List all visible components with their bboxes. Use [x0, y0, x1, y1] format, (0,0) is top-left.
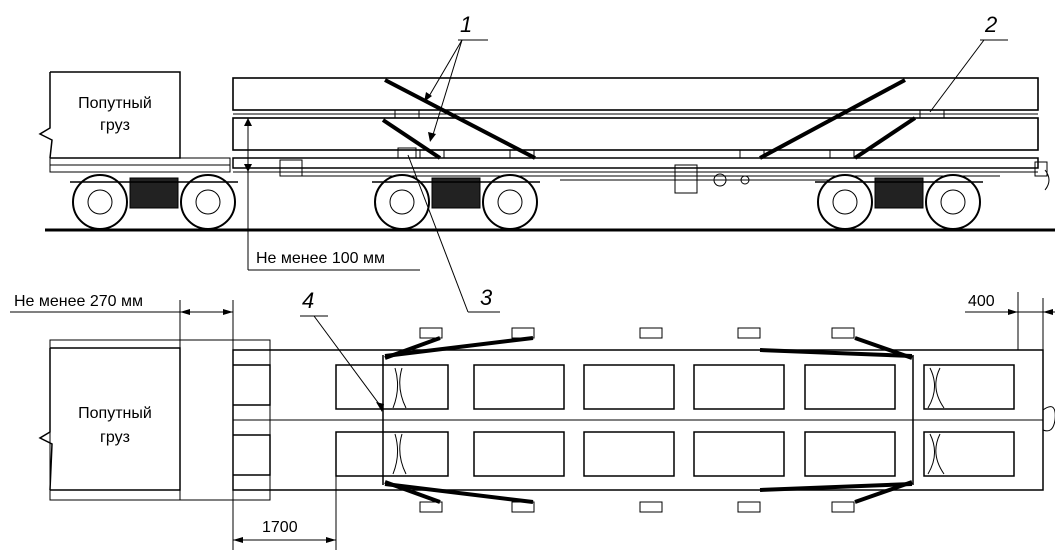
- length-label: 1700: [262, 519, 298, 536]
- overhang-dimension: Не менее 270 мм: [10, 293, 234, 350]
- end-dimension-label: 400: [968, 293, 995, 310]
- callout-3-number: 3: [480, 285, 493, 310]
- bogie-2: [372, 174, 540, 230]
- callout-2-side: 2: [929, 12, 1008, 113]
- adjacent-cargo-top-line1: Попутный: [78, 405, 152, 422]
- callout-1-number: 1: [460, 12, 472, 37]
- bogies-side: [70, 174, 983, 230]
- flatcar-frame-side: [232, 147, 1050, 194]
- callout-2-number: 2: [984, 12, 997, 37]
- adjacent-cargo-side: Попутный груз: [38, 71, 231, 173]
- side-view: Попутный груз: [38, 12, 1055, 313]
- platform-top: [232, 327, 1055, 513]
- adjacent-cargo-top-line2: груз: [100, 429, 130, 446]
- tie-down-wires-top: [384, 336, 913, 504]
- lower-slab: [232, 117, 1039, 151]
- panel-windows: [335, 355, 1015, 485]
- bogie-3: [815, 174, 983, 230]
- clearance-dimension: Не менее 100 мм: [244, 118, 420, 271]
- bogie-1: [70, 174, 238, 230]
- callout-4-number: 4: [302, 288, 314, 313]
- callout-3-side: 3: [407, 154, 500, 313]
- upper-slab: [232, 77, 1039, 111]
- callout-1-side: 1: [424, 12, 488, 142]
- adjacent-cargo-label-line2: груз: [100, 117, 130, 134]
- clearance-label: Не менее 100 мм: [256, 250, 385, 267]
- length-dimension: 1700: [232, 476, 337, 550]
- end-dimension: 400: [965, 292, 1055, 350]
- top-view: Попутный груз: [10, 288, 1055, 550]
- tie-down-wires-side: [381, 78, 917, 160]
- cargo-stack-side: [232, 77, 1039, 159]
- overhang-label: Не менее 270 мм: [14, 293, 143, 310]
- callout-4-top: 4: [300, 288, 384, 412]
- adjacent-cargo-label-line1: Попутный: [78, 95, 152, 112]
